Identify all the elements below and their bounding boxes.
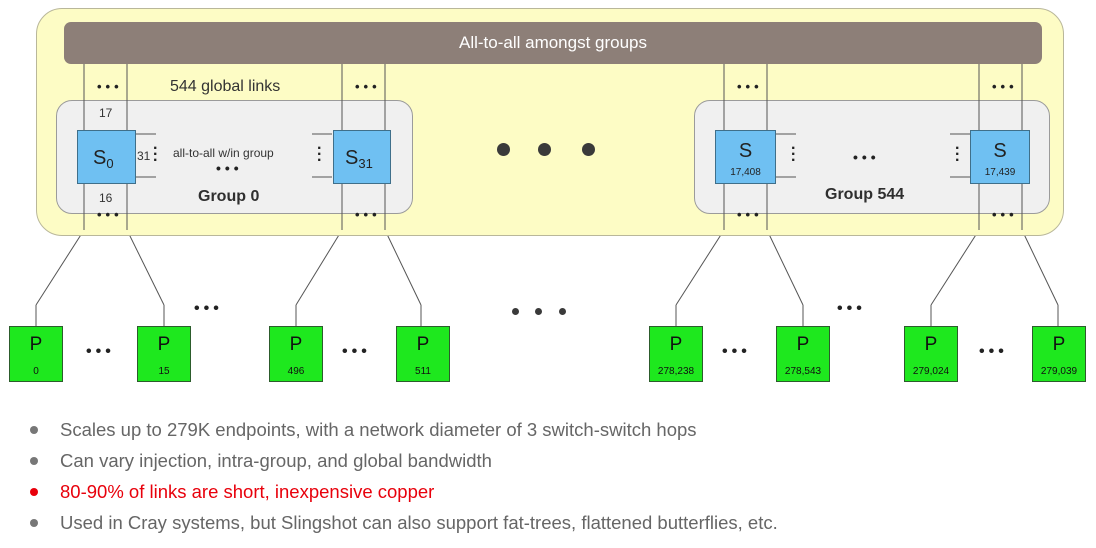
- vertical-dots-icon: ···: [791, 140, 797, 169]
- switch-letter: S: [93, 147, 107, 169]
- processor-group-dots: •••: [837, 300, 866, 317]
- port-count-bottom: 16: [99, 191, 113, 205]
- processor-0[interactable]: P 0: [9, 326, 63, 382]
- switch-s17439[interactable]: S 17,439: [970, 130, 1030, 184]
- processor-letter: P: [669, 334, 683, 355]
- vertical-dots-icon: ···: [955, 140, 961, 169]
- processor-15[interactable]: P 15: [137, 326, 191, 382]
- processor-dots: •••: [979, 343, 1008, 360]
- port-count-top: 17: [99, 106, 113, 120]
- processor-number: 279,024: [912, 366, 950, 377]
- bullet-dot-icon: [30, 518, 38, 527]
- group-internal-lines: [83, 100, 1023, 230]
- processor-dots: •••: [722, 343, 751, 360]
- switch-index: 31: [358, 156, 373, 172]
- port-count-side: 31: [137, 149, 151, 163]
- switch-letter: S: [993, 140, 1007, 162]
- switch-s17408[interactable]: S 17,408: [715, 130, 776, 184]
- bullet-text: Scales up to 279K endpoints, with a netw…: [60, 418, 697, 440]
- bullet-list: Scales up to 279K endpoints, with a netw…: [28, 414, 778, 538]
- processor-ellipsis-dot: [512, 308, 519, 315]
- bullet-item: Can vary injection, intra-group, and glo…: [28, 445, 778, 476]
- link-dots-g544-top-left: •••: [737, 79, 763, 94]
- processor-letter: P: [796, 334, 810, 355]
- bullet-item: Used in Cray systems, but Slingshot can …: [28, 507, 778, 538]
- processor-278543[interactable]: P 278,543: [776, 326, 830, 382]
- switch-s0[interactable]: S0: [77, 130, 136, 184]
- processor-letter: P: [157, 334, 171, 355]
- group-544-label: Group 544: [825, 186, 905, 203]
- processor-279039[interactable]: P 279,039: [1032, 326, 1086, 382]
- global-links-label: 544 global links: [170, 78, 281, 95]
- processor-letter: P: [416, 334, 430, 355]
- switch-letter: S: [345, 147, 359, 169]
- link-dots-g0-top-left: •••: [97, 79, 123, 94]
- bullet-text: Can vary injection, intra-group, and glo…: [60, 449, 492, 471]
- processor-279024[interactable]: P 279,024: [904, 326, 958, 382]
- processor-496[interactable]: P 496: [269, 326, 323, 382]
- link-dots-g0-bottom-right: •••: [355, 207, 381, 222]
- switch-number: 17,408: [730, 167, 761, 178]
- bullet-text: Used in Cray systems, but Slingshot can …: [60, 511, 778, 533]
- group-ellipsis-dot: [582, 143, 595, 156]
- bullet-item: Scales up to 279K endpoints, with a netw…: [28, 414, 778, 445]
- link-dots-g544-bottom-right: •••: [992, 207, 1018, 222]
- switch-number: 17,439: [984, 167, 1016, 178]
- group-ellipsis-dot: [497, 143, 510, 156]
- processor-number: 15: [158, 366, 170, 377]
- processor-letter: P: [924, 334, 938, 355]
- group-0-label: Group 0: [198, 188, 260, 205]
- processor-number: 0: [33, 366, 39, 377]
- intra-group-dots: •••: [216, 160, 243, 176]
- bullet-dot-icon: [30, 487, 38, 496]
- intra-group-label: all-to-all w/in group: [173, 146, 274, 160]
- processor-group-dots: •••: [194, 300, 223, 317]
- switch-index: 0: [106, 156, 114, 172]
- vertical-dots-icon: ···: [317, 140, 323, 169]
- all-to-all-bar: All-to-all amongst groups: [64, 22, 1042, 64]
- link-dots-g0-top-right: •••: [355, 79, 381, 94]
- processor-ellipsis-dot: [559, 308, 566, 315]
- vertical-dots-icon: ···: [153, 140, 159, 169]
- intra-group-dots: •••: [853, 149, 880, 165]
- bullet-dot-icon: [30, 456, 38, 465]
- link-dots-g544-bottom-left: •••: [737, 207, 763, 222]
- switch-letter: S: [738, 140, 753, 162]
- processor-letter: P: [289, 334, 303, 355]
- processor-number: 279,039: [1040, 366, 1078, 377]
- group-ellipsis-dot: [538, 143, 551, 156]
- bullet-item-highlight: 80-90% of links are short, inexpensive c…: [28, 476, 778, 507]
- processor-278238[interactable]: P 278,238: [649, 326, 703, 382]
- processor-letter: P: [1052, 334, 1066, 355]
- processor-number: 278,543: [784, 366, 822, 377]
- switch-s31[interactable]: S31: [333, 130, 391, 184]
- bullet-text: 80-90% of links are short, inexpensive c…: [60, 480, 435, 502]
- processor-number: 278,238: [657, 366, 695, 377]
- processor-letter: P: [29, 334, 43, 355]
- processor-511[interactable]: P 511: [396, 326, 450, 382]
- processor-number: 496: [287, 366, 305, 377]
- processor-dots: •••: [342, 343, 371, 360]
- link-dots-g544-top-right: •••: [992, 79, 1018, 94]
- processor-dots: •••: [86, 343, 115, 360]
- global-link-lines: [83, 64, 1023, 100]
- link-dots-g0-bottom-left: •••: [97, 207, 123, 222]
- processor-number: 511: [415, 366, 431, 377]
- processor-ellipsis-dot: [535, 308, 542, 315]
- bullet-dot-icon: [30, 425, 38, 434]
